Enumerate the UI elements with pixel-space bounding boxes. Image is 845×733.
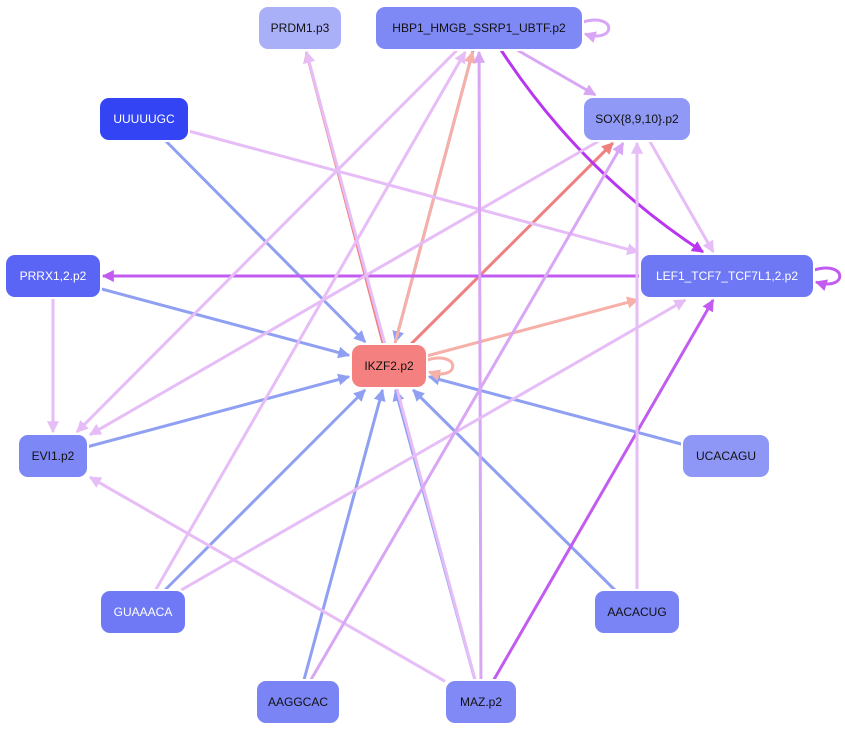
node-hbp1: HBP1_HMGB_SSRP1_UBTF.p2 <box>374 5 584 51</box>
edge-hbp1-to-sox <box>516 48 597 97</box>
node-box-aacacug <box>593 589 681 635</box>
edge-hbp1-to-lef1 <box>499 49 705 254</box>
node-box-maz <box>444 679 518 725</box>
edge-guaaaca-to-ikzf2 <box>163 388 367 592</box>
edge-hbp1-to-evi1 <box>75 48 459 434</box>
node-box-ikzf2 <box>350 343 428 389</box>
node-evi1: EVI1.p2 <box>17 433 89 479</box>
node-label-sox: SOX{8,9,10}.p2 <box>595 112 679 126</box>
node-prrx1: PRRX1,2.p2 <box>4 253 102 299</box>
edge-maz-to-hbp1 <box>473 50 486 681</box>
node-label-aaggcac: AAGGCAC <box>268 695 328 709</box>
edge-ikzf2-to-lef1 <box>426 296 640 358</box>
edges-layer <box>47 18 842 683</box>
node-box-evi1 <box>17 433 89 479</box>
node-label-aacacug: AACACUG <box>607 605 666 619</box>
node-label-ucacagu: UCACAGU <box>696 449 756 463</box>
node-label-ikzf2: IKZF2.p2 <box>364 359 414 373</box>
node-box-guaaaca <box>99 589 187 635</box>
node-aaggcac: AAGGCAC <box>255 679 341 725</box>
edge-guaaaca-to-lef1 <box>180 298 687 592</box>
edge-uuuuugc-to-lef1 <box>188 129 640 256</box>
node-box-prdm1 <box>257 5 343 51</box>
node-box-aaggcac <box>255 679 341 725</box>
node-box-lef1 <box>639 253 815 299</box>
edge-prrx1-to-ikzf2 <box>100 287 351 359</box>
edge-aaggcac-to-sox <box>309 141 625 681</box>
node-box-sox <box>582 96 692 142</box>
self-loop-ikzf2 <box>426 356 455 381</box>
edge-maz-to-lef1 <box>492 298 715 681</box>
node-box-ucacagu <box>681 433 771 479</box>
edge-ikzf2-to-sox <box>410 141 614 346</box>
node-box-uuuuugc <box>98 96 190 142</box>
self-loop-hbp1 <box>582 18 611 43</box>
node-guaaaca: GUAAACA <box>99 589 187 635</box>
edge-aacacug-to-ikzf2 <box>412 388 616 592</box>
node-ikzf2: IKZF2.p2 <box>350 343 428 389</box>
node-aacacug: AACACUG <box>593 589 681 635</box>
node-maz: MAZ.p2 <box>444 679 518 725</box>
node-prdm1: PRDM1.p3 <box>257 5 343 51</box>
node-lef1: LEF1_TCF7_TCF7L1,2.p2 <box>639 253 815 299</box>
node-label-lef1: LEF1_TCF7_TCF7L1,2.p2 <box>656 269 798 283</box>
edge-sox-to-lef1 <box>648 140 715 254</box>
node-sox: SOX{8,9,10}.p2 <box>582 96 692 142</box>
node-uuuuugc: UUUUUGC <box>98 96 190 142</box>
node-label-evi1: EVI1.p2 <box>32 449 75 463</box>
node-box-hbp1 <box>374 5 584 51</box>
edge-ucacagu-to-ikzf2 <box>427 373 683 446</box>
node-label-guaaaca: GUAAACA <box>114 605 173 619</box>
node-box-prrx1 <box>4 253 102 299</box>
node-label-maz: MAZ.p2 <box>460 695 502 709</box>
self-loop-lef1 <box>813 266 842 291</box>
node-ucacagu: UCACAGU <box>681 433 771 479</box>
edge-guaaaca-to-hbp1 <box>154 50 467 591</box>
edge-aaggcac-to-ikzf2 <box>302 388 386 681</box>
edge-maz-to-evi1 <box>88 475 446 683</box>
node-label-prdm1: PRDM1.p3 <box>271 21 330 35</box>
edge-evi1-to-ikzf2 <box>87 373 351 449</box>
node-label-uuuuugc: UUUUUGC <box>113 112 175 126</box>
node-label-prrx1: PRRX1,2.p2 <box>20 269 87 283</box>
node-label-hbp1: HBP1_HMGB_SSRP1_UBTF.p2 <box>392 21 566 35</box>
edge-sox-to-evi1 <box>88 139 600 436</box>
